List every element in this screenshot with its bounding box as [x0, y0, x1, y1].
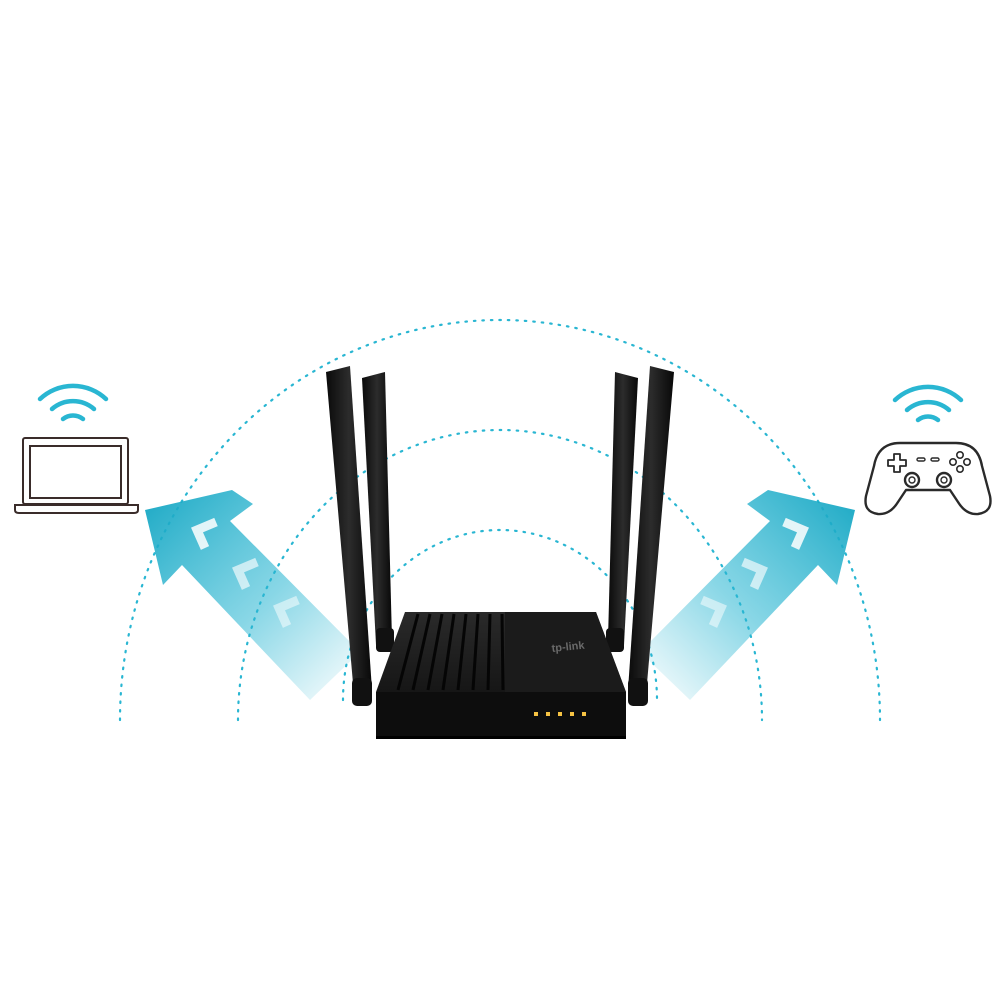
gamepad-icon	[864, 441, 992, 516]
router: tp-link	[326, 366, 674, 739]
brand-logo: tp-link	[551, 640, 586, 655]
antenna-rear-left	[362, 372, 392, 645]
coverage-arc-inner	[341, 528, 659, 702]
antenna-front-left	[326, 366, 372, 695]
router-front	[376, 692, 626, 738]
gamepad-device	[864, 384, 992, 516]
signal-beam-left	[145, 490, 360, 700]
router-vents	[396, 613, 505, 691]
laptop-device	[14, 383, 139, 514]
antenna-front-right	[628, 366, 674, 695]
signal-beam-right	[640, 490, 855, 700]
antenna-rear-right	[608, 372, 638, 645]
chevrons-right	[700, 517, 809, 628]
wifi-icon	[892, 384, 964, 423]
wifi-icon	[37, 383, 109, 422]
chevrons-left	[191, 517, 300, 628]
coverage-arc-middle	[236, 428, 764, 722]
status-leds	[534, 712, 586, 716]
laptop-icon	[14, 437, 139, 514]
